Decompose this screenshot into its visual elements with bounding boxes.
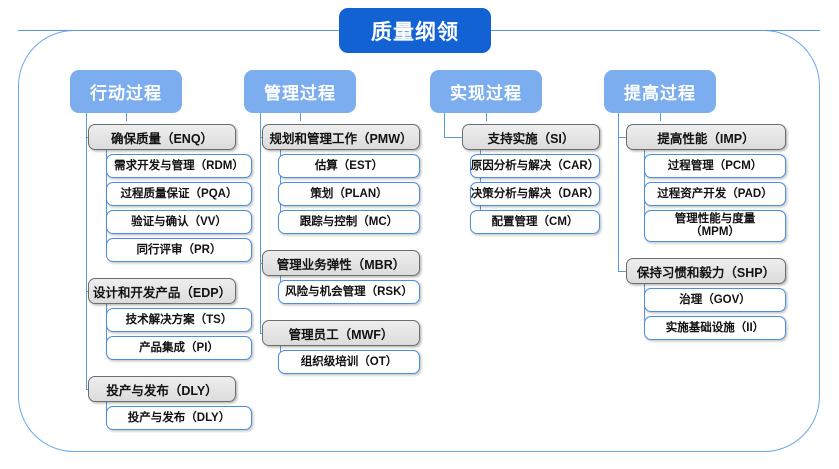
- leaf-box-4-1-1[interactable]: 过程管理（PCM）: [644, 154, 786, 178]
- leaf-box-4-1-3[interactable]: 管理性能与度量（MPM）: [644, 210, 786, 242]
- leaf-box-1-3-1[interactable]: 投产与发布（DLY）: [106, 406, 252, 430]
- group-stub-2-3: [260, 333, 262, 335]
- leaf-box-2-1-1[interactable]: 估算（EST）: [278, 154, 420, 178]
- group-box-1-1[interactable]: 确保质量（ENQ）: [88, 124, 236, 150]
- leaf-box-1-1-2[interactable]: 过程质量保证（PQA）: [106, 182, 252, 206]
- root-connector-left: [18, 30, 339, 32]
- group-box-2-3[interactable]: 管理员工（MWF）: [262, 320, 420, 346]
- group-box-4-1[interactable]: 提高性能（IMP）: [626, 124, 786, 150]
- group-stub-4-2: [618, 271, 626, 273]
- column-spine-drop-1: [126, 113, 128, 121]
- leaf-box-2-3-1[interactable]: 组织级培训（OT）: [278, 350, 420, 374]
- leaf-box-1-1-4[interactable]: 同行评审（PR）: [106, 238, 252, 262]
- column-spine-drop-2: [300, 113, 302, 121]
- leaf-box-1-2-1[interactable]: 技术解决方案（TS）: [106, 308, 252, 332]
- leaf-box-2-2-1[interactable]: 风险与机会管理（RSK）: [278, 280, 420, 304]
- group-box-2-2[interactable]: 管理业务弹性（MBR）: [262, 250, 420, 276]
- column-header-4[interactable]: 提高过程: [604, 70, 716, 113]
- column-header-2[interactable]: 管理过程: [244, 70, 356, 113]
- group-stub-1-3: [86, 389, 88, 391]
- leaf-box-1-1-1[interactable]: 需求开发与管理（RDM）: [106, 154, 252, 178]
- leaf-box-3-1-2[interactable]: 决策分析与解决（DAR）: [470, 182, 600, 206]
- group-box-4-2[interactable]: 保持习惯和毅力（SHP）: [626, 258, 786, 284]
- group-box-2-1[interactable]: 规划和管理工作（PMW）: [262, 124, 420, 150]
- column-header-1[interactable]: 行动过程: [70, 70, 182, 113]
- leaf-box-2-1-2[interactable]: 策划（PLAN）: [278, 182, 420, 206]
- column-header-3[interactable]: 实现过程: [430, 70, 542, 113]
- group-stub-3-1: [444, 137, 462, 139]
- root-title: 质量纲领: [339, 8, 491, 53]
- root-connector-right: [491, 30, 820, 32]
- column-spine-drop-4: [660, 113, 662, 121]
- leaf-box-4-2-2[interactable]: 实施基础设施（II）: [644, 316, 786, 340]
- column-spine-4: [618, 113, 620, 271]
- group-box-1-3[interactable]: 投产与发布（DLY）: [88, 376, 236, 402]
- leaf-box-4-2-1[interactable]: 治理（GOV）: [644, 288, 786, 312]
- leaf-box-1-2-2[interactable]: 产品集成（PI）: [106, 336, 252, 360]
- group-box-1-2[interactable]: 设计和开发产品（EDP）: [88, 278, 236, 304]
- column-spine-1: [86, 113, 88, 389]
- column-spine-3: [444, 113, 446, 137]
- leaf-box-3-1-1[interactable]: 原因分析与解决（CAR）: [470, 154, 600, 178]
- leaf-box-4-1-2[interactable]: 过程资产开发（PAD）: [644, 182, 786, 206]
- leaf-box-3-1-3[interactable]: 配置管理（CM）: [470, 210, 600, 234]
- group-stub-4-1: [618, 137, 626, 139]
- leaf-box-1-1-3[interactable]: 验证与确认（VV）: [106, 210, 252, 234]
- column-spine-drop-3: [486, 113, 488, 121]
- column-spine-2: [260, 113, 262, 333]
- group-box-3-1[interactable]: 支持实施（SI）: [462, 124, 600, 150]
- leaf-box-2-1-3[interactable]: 跟踪与控制（MC）: [278, 210, 420, 234]
